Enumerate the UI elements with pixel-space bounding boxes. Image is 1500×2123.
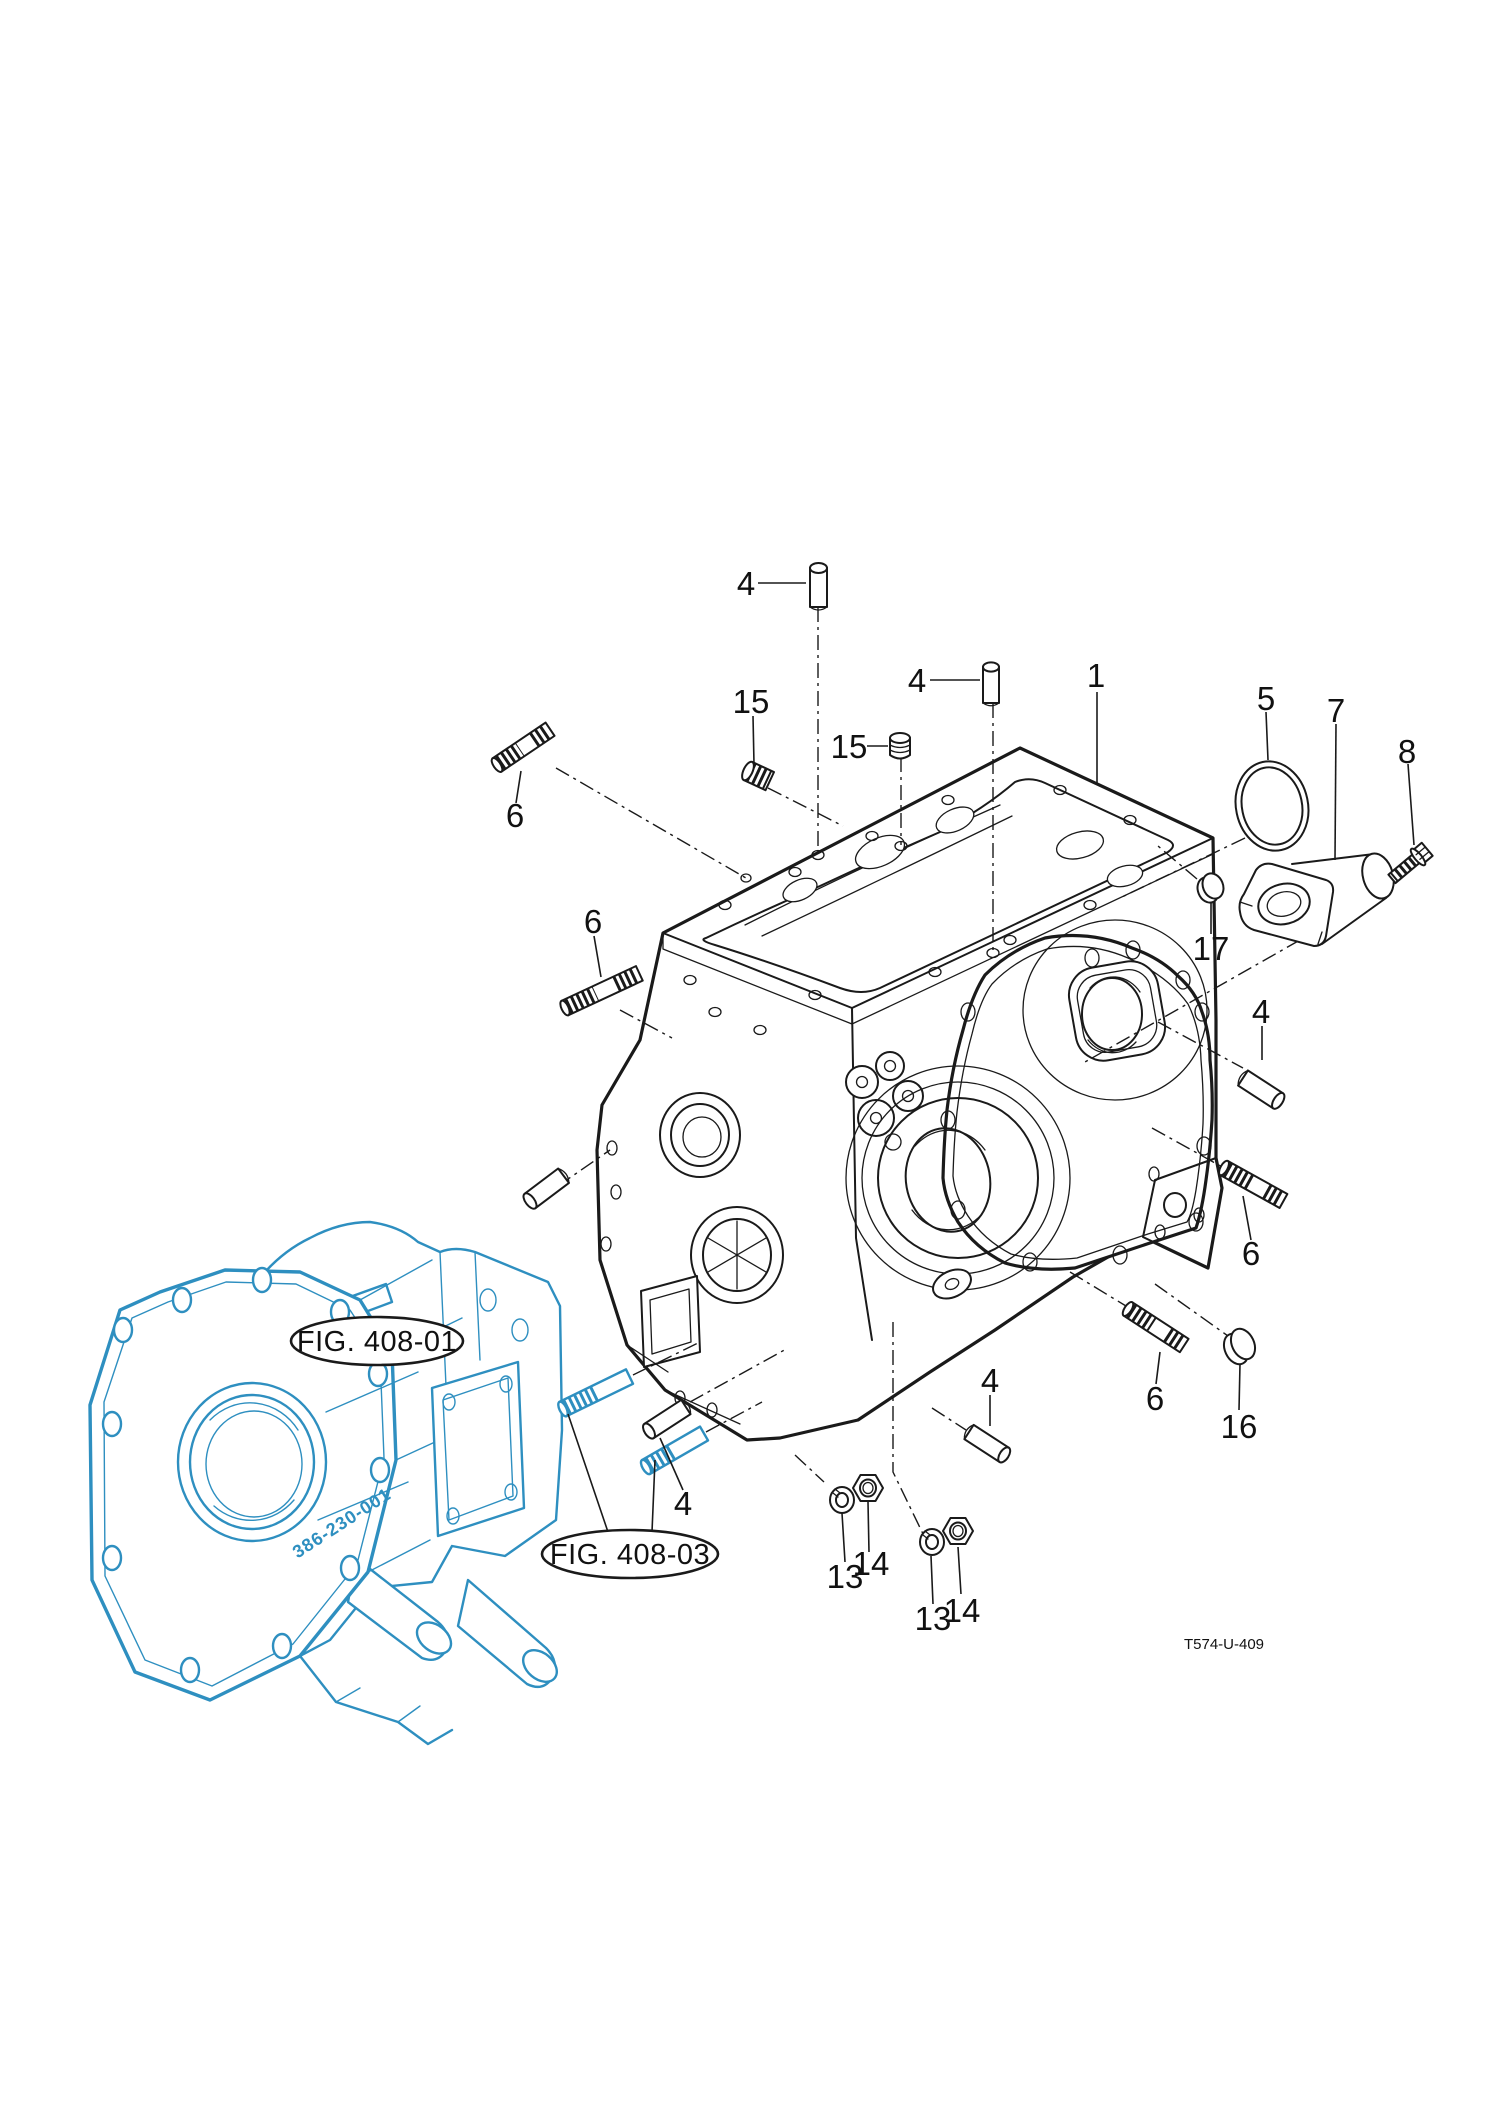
callout-16: 16 — [1221, 1408, 1258, 1445]
figure-ref-408-03: FIG. 408-03 — [540, 1528, 720, 1580]
top-flange-bolt-holes — [683, 784, 1137, 1036]
part-4-dowel-pin — [963, 1423, 1012, 1464]
callout-6: 6 — [1146, 1380, 1164, 1417]
part-13-spring-washer — [829, 1486, 855, 1514]
right-face-bolt-holes — [940, 940, 1212, 1272]
callout-15: 15 — [831, 728, 868, 765]
upper-bore — [1022, 919, 1208, 1101]
callout-14: 14 — [853, 1545, 890, 1582]
part-14-nut — [942, 1517, 974, 1545]
callout-labels: 4 4 1 15 15 5 7 8 17 6 6 4 6 16 6 4 4 13… — [506, 565, 1416, 1637]
callout-6: 6 — [584, 903, 602, 940]
left-face-details — [600, 1092, 784, 1418]
part-13-spring-washer — [919, 1528, 945, 1556]
centerlines — [555, 607, 1386, 1539]
lower-wing-flange — [1142, 1157, 1223, 1269]
drawing-number: T574-U-409 — [1184, 1636, 1264, 1653]
part-17-cap — [1196, 872, 1225, 904]
part-14-nut — [852, 1474, 884, 1502]
callout-13: 13 — [827, 1558, 864, 1595]
case-flange-bolt-holes — [101, 1266, 391, 1684]
case-seal-bore — [176, 1381, 328, 1543]
callout-8: 8 — [1398, 733, 1416, 770]
main-housing-drawing — [595, 746, 1224, 1442]
callout-4: 4 — [908, 662, 926, 699]
part-4-dowel-pin — [522, 1167, 570, 1210]
part-6-stud — [1121, 1301, 1190, 1354]
figure-ref-label: FIG. 408-01 — [297, 1326, 457, 1358]
fig-408-03-stud — [557, 1368, 635, 1418]
leader-lines — [515, 582, 1415, 1605]
part-15-set-screw — [741, 760, 775, 792]
part-15-plug — [889, 732, 911, 760]
case-side-plate — [430, 1360, 526, 1538]
callout-5: 5 — [1257, 680, 1275, 717]
callout-17: 17 — [1193, 930, 1230, 967]
part-6-stud — [490, 721, 556, 773]
callout-7: 7 — [1327, 692, 1345, 729]
part-4-dowel-pin — [642, 1398, 692, 1440]
callout-4: 4 — [1252, 993, 1270, 1030]
part-4-dowel-pin — [1237, 1069, 1286, 1110]
shift-boss-cluster — [845, 1051, 924, 1151]
part-5-seal-ring — [1234, 760, 1310, 852]
fig-408-03-stud — [639, 1425, 710, 1476]
callout-13: 13 — [915, 1600, 952, 1637]
part-6-stud — [1218, 1159, 1289, 1209]
callout-4: 4 — [981, 1362, 999, 1399]
part-7-cover — [1238, 852, 1395, 947]
figure-ref-408-01: FIG. 408-01 — [289, 1315, 465, 1367]
part-6-stud — [559, 965, 644, 1017]
callout-4: 4 — [737, 565, 755, 602]
figure-ref-label: FIG. 408-03 — [550, 1539, 710, 1571]
callout-1: 1 — [1087, 657, 1105, 694]
case-foot-boss — [298, 1556, 558, 1746]
callout-6: 6 — [506, 797, 524, 834]
callout-15: 15 — [733, 683, 770, 720]
part-4-dowel-pin — [982, 661, 1000, 707]
reference-case-drawing: 386-230-001 — [88, 1220, 564, 1746]
callout-14: 14 — [944, 1592, 981, 1629]
part-16-cap — [1222, 1327, 1257, 1366]
callout-6: 6 — [1242, 1235, 1260, 1272]
part-8-bolt — [1387, 841, 1434, 885]
part-4-dowel-pin — [809, 562, 828, 611]
callout-4: 4 — [674, 1485, 692, 1522]
